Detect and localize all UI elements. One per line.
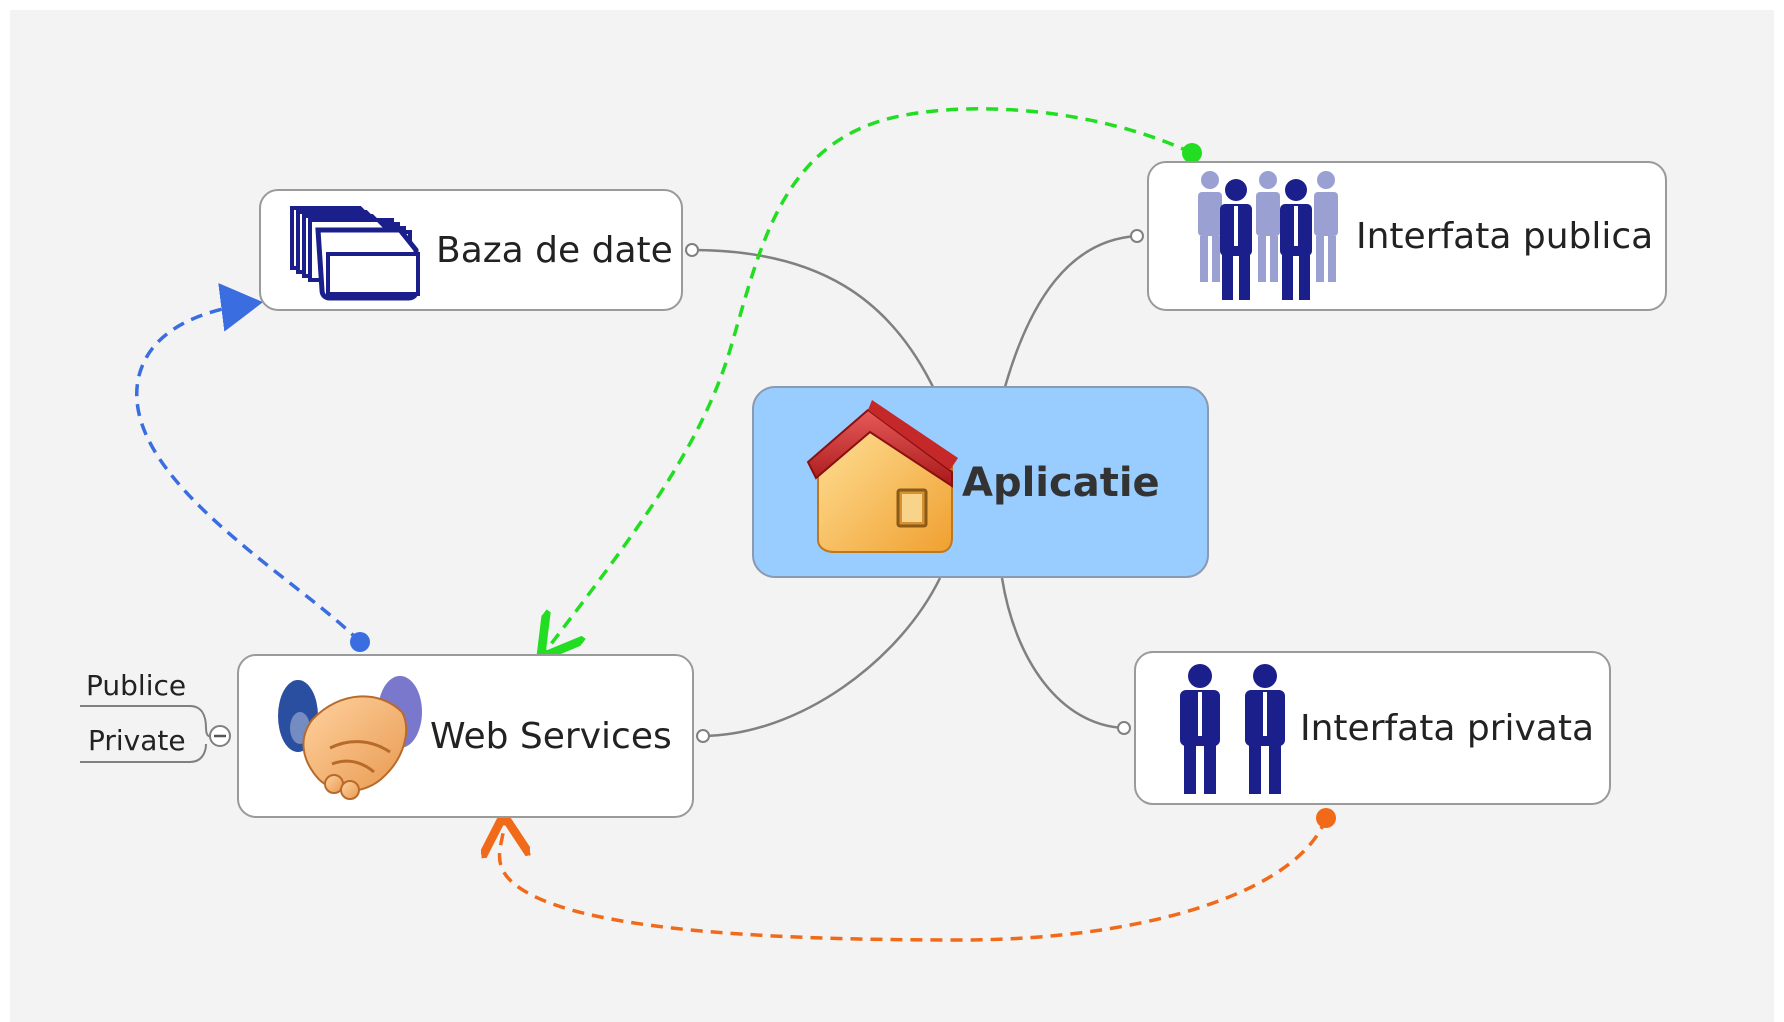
- subtopic-publice-label: Publice: [86, 669, 186, 702]
- relationship-orange-arrow[interactable]: [500, 818, 1328, 942]
- node-database-label: Baza de date: [436, 230, 673, 271]
- connector-point: [1130, 229, 1144, 243]
- folders-icon: [290, 206, 420, 301]
- subtopic-private-label: Private: [88, 724, 186, 757]
- relationship-green-arrow[interactable]: [545, 107, 1193, 652]
- relationship-green-handle[interactable]: [1182, 143, 1202, 163]
- connector-private-interface: [1000, 577, 1125, 730]
- connector-point: [1117, 721, 1131, 735]
- relationship-blue-arrow[interactable]: [135, 283, 362, 644]
- connector-point: [685, 243, 699, 257]
- node-web-services[interactable]: Web Services: [237, 654, 710, 818]
- connector-point: [696, 729, 710, 743]
- node-private-interface-label: Interfata privata: [1300, 708, 1594, 749]
- connector-web-services: [702, 577, 942, 738]
- subtopic-private-underline: [80, 743, 207, 763]
- central-topic-label: Aplicatie: [962, 460, 1160, 506]
- relationship-blue-handle[interactable]: [350, 632, 370, 652]
- subtopic-private[interactable]: Private: [80, 724, 207, 763]
- node-private-interface[interactable]: Interfata privata: [1117, 651, 1611, 805]
- relationship-orange-handle[interactable]: [1316, 808, 1336, 828]
- node-public-interface-label: Interfata publica: [1356, 216, 1653, 257]
- house-icon: [806, 400, 958, 553]
- central-topic[interactable]: Aplicatie: [752, 386, 1209, 578]
- node-public-interface[interactable]: Interfata publica: [1130, 161, 1667, 311]
- two-people-icon: [1180, 664, 1285, 794]
- connector-database: [691, 248, 935, 388]
- node-database[interactable]: Baza de date: [259, 189, 699, 311]
- group-people-icon: [1198, 171, 1338, 300]
- handshake-icon: [278, 676, 422, 800]
- connector-public-interface: [1003, 234, 1138, 388]
- collapse-button[interactable]: [209, 725, 231, 747]
- node-web-services-label: Web Services: [430, 716, 672, 757]
